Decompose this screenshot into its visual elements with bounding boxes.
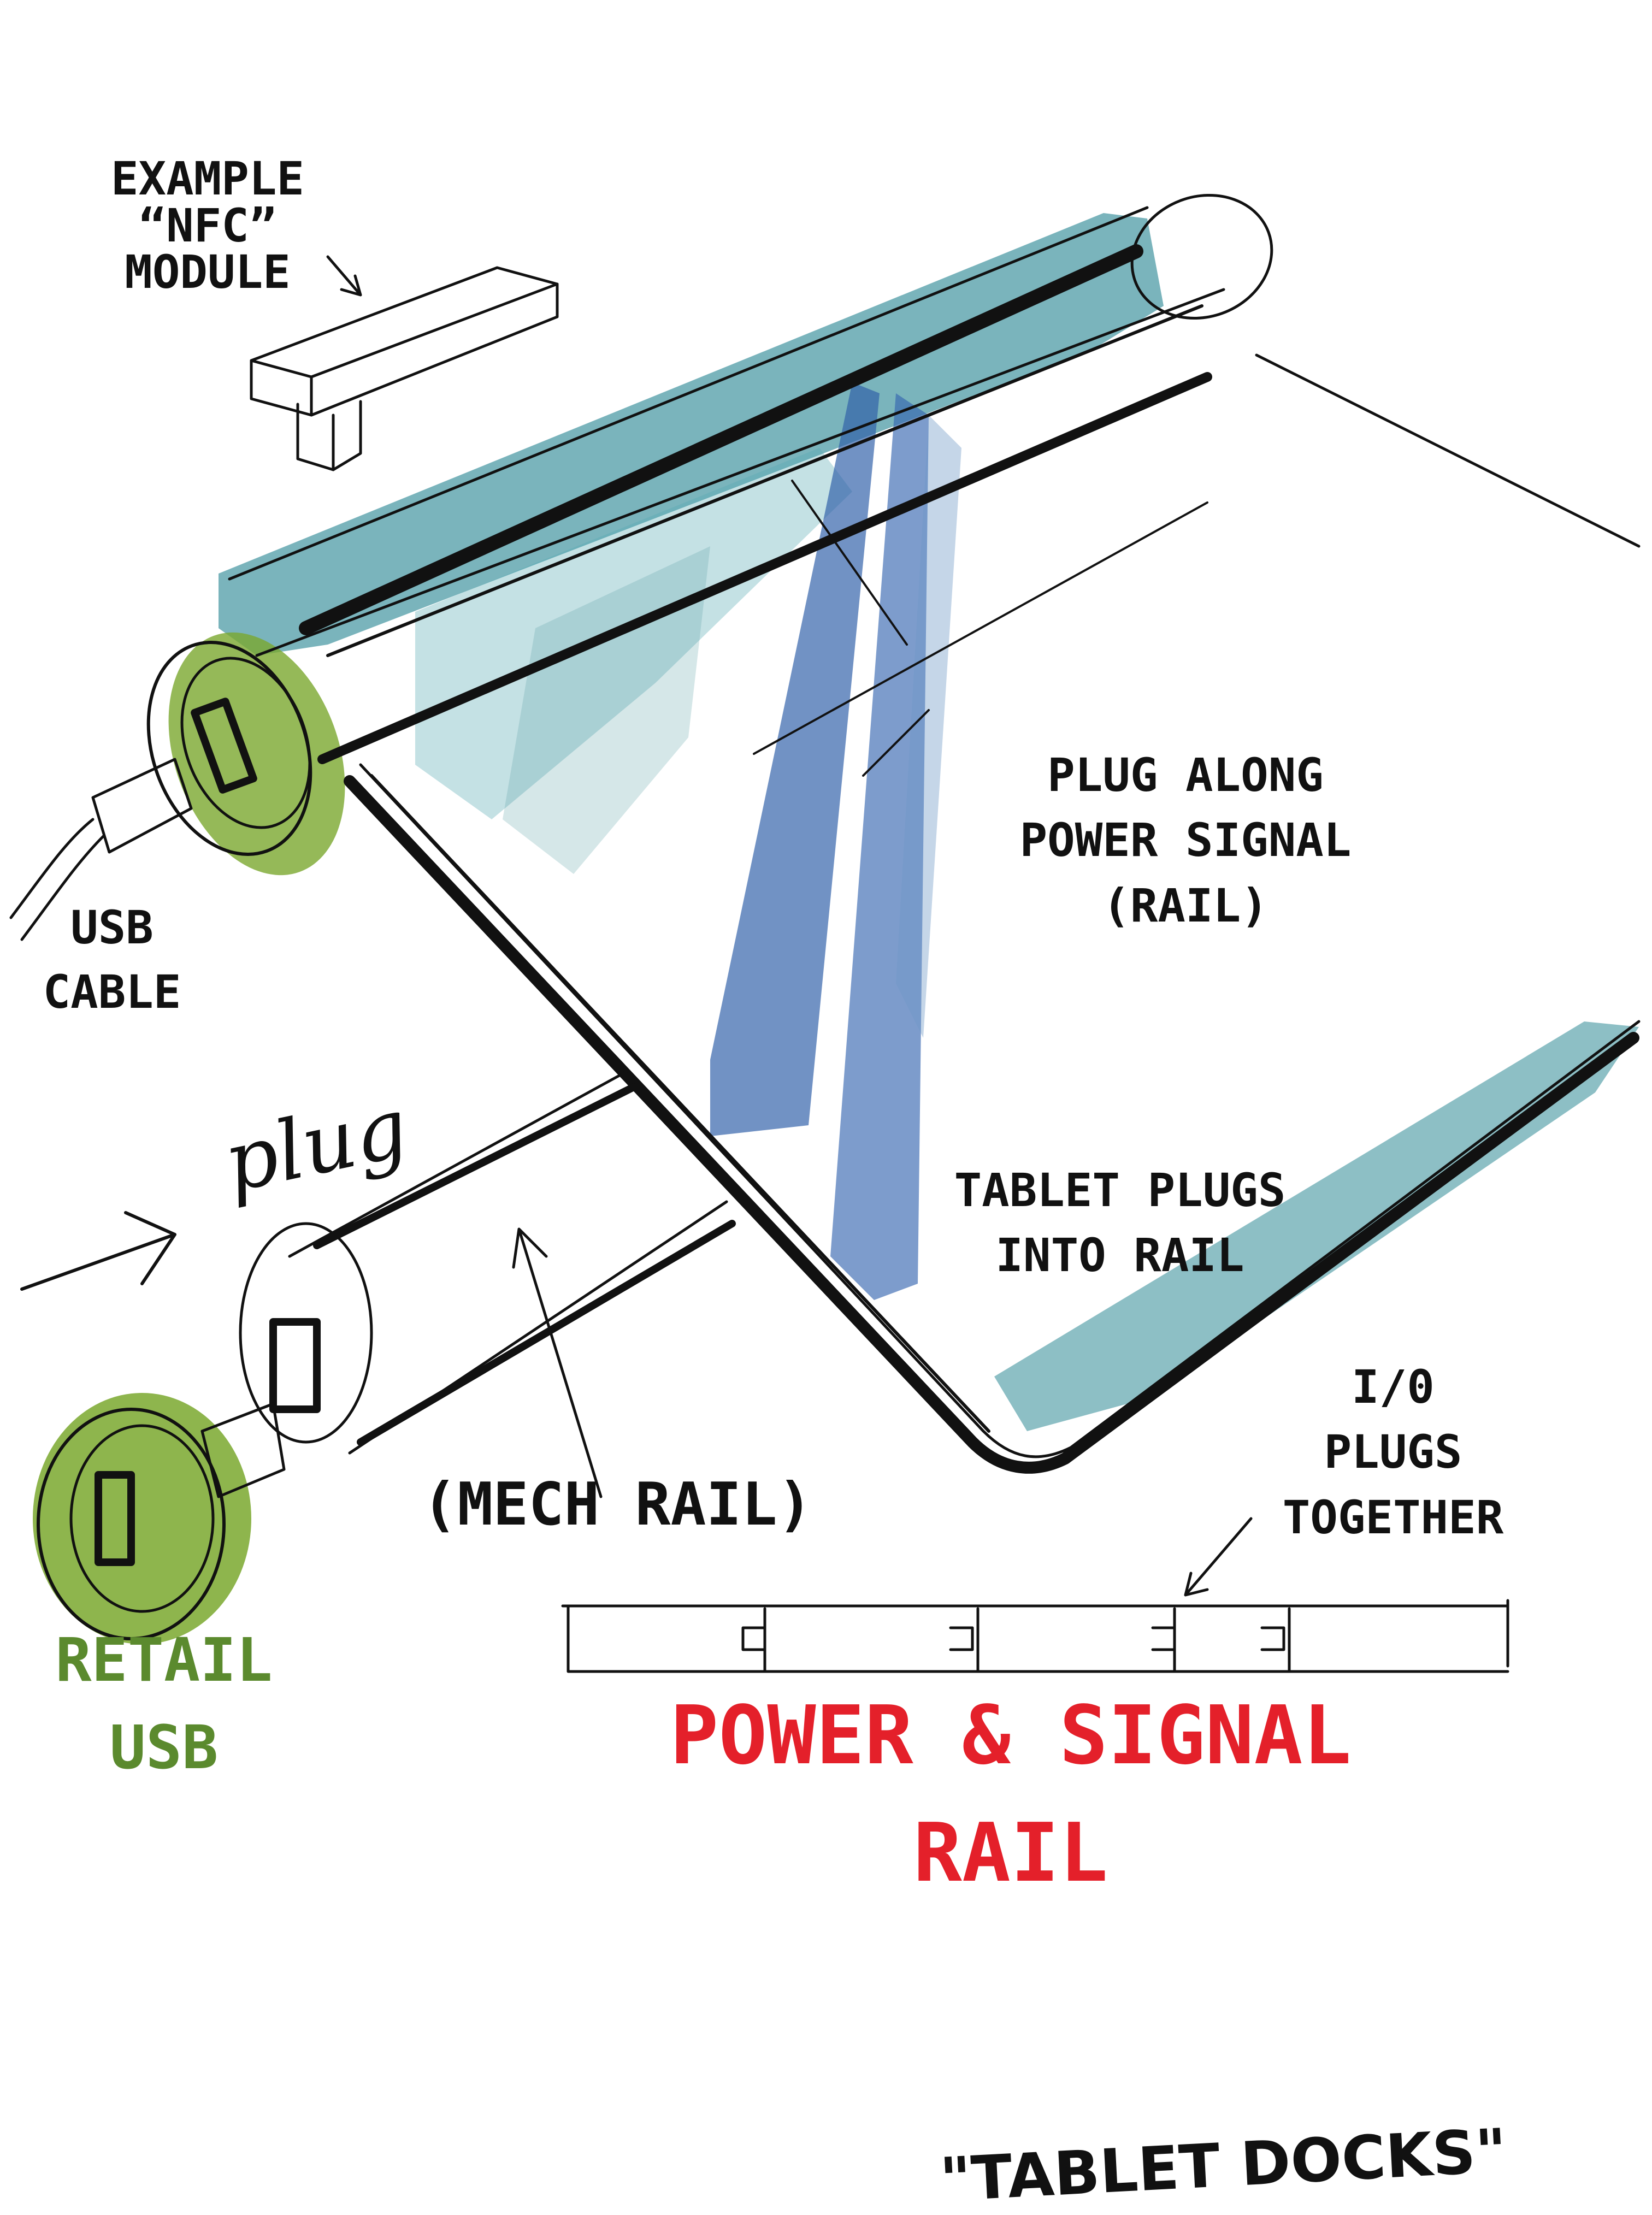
mech-rail-label: (MECH RAIL) bbox=[422, 1470, 813, 1539]
top-rail-wash bbox=[219, 213, 1164, 874]
lower-rail-cap bbox=[239, 1222, 373, 1444]
plug-along-label: PLUG ALONG POWER SIGNAL (RAIL) bbox=[1019, 748, 1352, 932]
io-arrow bbox=[1184, 1517, 1253, 1597]
line-work bbox=[9, 193, 1641, 1673]
usb-cable-label: USB CABLE bbox=[43, 901, 181, 1019]
usb-cable bbox=[9, 818, 105, 941]
mech-rail-arrow bbox=[512, 1227, 603, 1498]
tablet-left-rail bbox=[344, 775, 1639, 1474]
plug-arrow bbox=[20, 1211, 176, 1291]
tablet-inner-rail bbox=[317, 372, 1212, 764]
nfc-module-drawing bbox=[250, 266, 559, 471]
mech-rail-groove bbox=[313, 1083, 736, 1446]
nfc-module-label: EXAMPLE “NFC” MODULE bbox=[110, 152, 304, 299]
top-rail-outline bbox=[228, 206, 1225, 657]
usb-cable-plug bbox=[91, 758, 193, 854]
tablet-outline bbox=[359, 353, 1641, 1458]
retail-usb-cap bbox=[37, 1408, 226, 1640]
usb-end-green-lower bbox=[33, 1393, 251, 1644]
tablet-plugs-label: TABLET PLUGS INTO RAIL bbox=[954, 1163, 1286, 1283]
nfc-arrow bbox=[326, 255, 362, 297]
stand-wash bbox=[710, 382, 961, 1300]
power-signal-rail-drawing bbox=[561, 1599, 1509, 1673]
bottom-rail-wash bbox=[994, 1021, 1639, 1431]
retail-usb-label: RETAIL USB bbox=[55, 1625, 273, 1782]
top-rail-right-cap bbox=[1130, 193, 1273, 320]
top-rail-groove bbox=[299, 244, 1143, 635]
io-plugs-label: I/0 PLUGS TOGETHER bbox=[1282, 1360, 1504, 1544]
power-signal-rail-label: POWER & SIGNAL RAIL bbox=[670, 1688, 1352, 1900]
